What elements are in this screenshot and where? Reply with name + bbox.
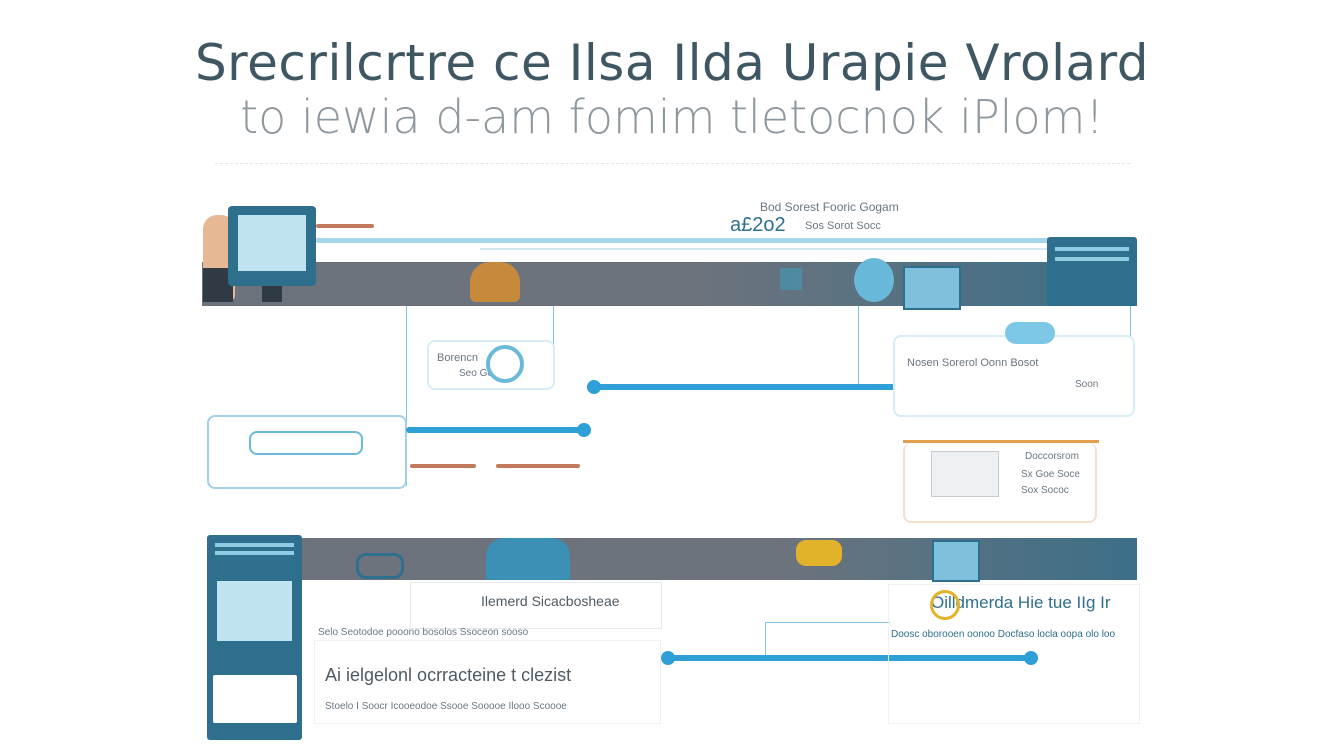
lower-left-title: Ai ielgelonl ocrracteine t clezist (325, 665, 572, 685)
ring-icon (486, 345, 524, 383)
right-mid-label-3: Sox Sococ (1021, 485, 1069, 496)
lower-right-subtitle: Doosc oborooen oonoo Docfaso locla oopa … (891, 629, 1116, 640)
lower-right-badge-icon (930, 590, 960, 620)
vertical-connector-center (553, 306, 554, 366)
document-icon (931, 451, 999, 497)
right-top-card: Nosen Sorerol Oonn Bosot Soon (893, 335, 1135, 417)
lower-center-subtitle: Selo Seotodoe pooono bosolos Ssoceon soo… (318, 627, 529, 638)
diagram-title: Srecrilcrtre ce Ilsa Ilda Urapie Vrolard (194, 34, 1150, 92)
diagram-subtitle: to iewia d-am fomim tletocnok iPlom! (240, 90, 1104, 144)
left-mid-card (207, 415, 407, 489)
bottom-connector-start (661, 651, 675, 665)
top-center-label: Bod Sorest Fooric Gogam (760, 200, 899, 214)
lower-center-card: Ilemerd Sicacbosheae (410, 582, 662, 629)
right-mid-label-2: Sx Goe Soce (1021, 469, 1080, 480)
server-icon (1047, 237, 1137, 306)
right-top-card-label: Nosen Sorerol Oonn Bosot (907, 357, 1039, 369)
vertical-connector-right (858, 306, 859, 388)
gear-icon (470, 262, 520, 302)
tall-server-icon (207, 535, 302, 740)
device-icon (249, 431, 363, 455)
lower-center-title: Ilemerd Sicacbosheae (481, 593, 620, 609)
binoculars-icon (356, 553, 404, 579)
bottom-horizontal-connector (765, 622, 890, 623)
left-card-sublabel: Seo Go (459, 368, 493, 379)
top-center-sublabel: Sos Sorot Socc (805, 220, 881, 232)
vertical-connector-left (406, 306, 407, 486)
right-top-card-sublabel: Soon (1075, 379, 1099, 390)
mid-left-connector-end (577, 423, 591, 437)
monitor-icon (228, 206, 316, 286)
mid-left-connector (406, 427, 584, 433)
bottom-gear-icon (486, 538, 570, 580)
mid-center-connector (593, 384, 1048, 390)
right-mid-card: Doccorsrom Sx Goe Soce Sox Sococ (903, 443, 1097, 523)
lower-left-subtitle: Stoelo I Soocr Icooeodoe Ssooe Sooooe Il… (325, 701, 567, 712)
right-mid-arrow (903, 440, 1099, 443)
hand-icon (854, 258, 894, 302)
monitor-stand (262, 286, 282, 302)
lower-right-title: Oilldmerda Hie tue IIg Ir (931, 593, 1111, 612)
bottom-main-connector (668, 655, 1032, 661)
chip-icon (903, 266, 961, 310)
left-card-label: Borencn (437, 352, 478, 364)
mid-rust-connector-2 (496, 464, 580, 468)
chip-icon-bottom (932, 540, 980, 582)
top-long-connector-2 (480, 248, 1050, 250)
small-grid-icon (780, 268, 802, 290)
top-center-year: a£2o2 (730, 214, 786, 236)
lower-right-card: Oilldmerda Hie tue IIg Ir Doosc oborooen… (888, 584, 1140, 724)
right-mid-label-1: Doccorsrom (1025, 451, 1079, 462)
top-long-connector (316, 238, 1051, 243)
mid-center-connector-start (587, 380, 601, 394)
bottom-vertical-connector (765, 622, 766, 660)
mid-rust-connector-1 (410, 464, 476, 468)
top-rust-connector (316, 224, 374, 228)
lower-left-card: Ai ielgelonl ocrracteine t clezist Stoel… (314, 640, 661, 724)
header-divider (215, 163, 1130, 164)
bottom-connector-end (1024, 651, 1038, 665)
gold-hand-icon (796, 540, 842, 566)
hand-icon-right (1005, 322, 1055, 344)
